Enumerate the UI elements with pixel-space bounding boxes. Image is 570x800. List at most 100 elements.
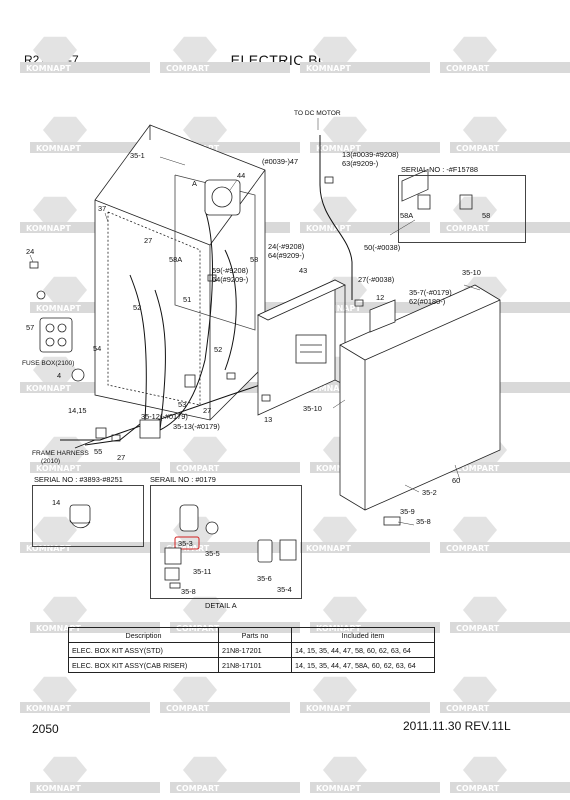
watermark-logo	[33, 196, 77, 224]
watermark-text: KOMNAPT	[316, 464, 361, 473]
watermark-text: COMPART	[456, 624, 500, 633]
label-35-1: 35-1	[130, 151, 145, 160]
label-27-top: 27	[144, 236, 152, 245]
label-51: 51	[183, 295, 191, 304]
watermark-logo	[453, 36, 497, 64]
watermark-logo	[173, 36, 217, 64]
watermark-logo	[323, 756, 367, 784]
watermark-logo	[173, 676, 217, 704]
watermark-text: KOMNAPT	[36, 464, 81, 473]
cell-included-item: 14, 15, 35, 44, 47, 58, 60, 62, 63, 64	[291, 642, 435, 658]
watermark-band	[440, 222, 570, 233]
col-parts-no: Parts no	[218, 627, 292, 643]
label-35-8-detail: 35-8	[181, 587, 196, 596]
watermark-logo	[43, 116, 87, 144]
label-35-7: 35-7(-#0179)	[409, 288, 452, 297]
label-37: 37	[98, 204, 106, 213]
label-53: 53	[178, 400, 186, 409]
watermark-text: KOMNAPT	[26, 384, 71, 393]
col-description: Description	[68, 627, 219, 643]
table-row: ELEC. BOX KIT ASSY(CAB RISER) 21N8-17101…	[68, 657, 435, 673]
watermark-text: KOMNAPT	[316, 144, 361, 153]
serial-inset-top	[398, 175, 526, 243]
watermark-logo	[313, 676, 357, 704]
watermark-band	[20, 382, 150, 393]
watermark-logo	[43, 596, 87, 624]
label-35-10: 35-10	[303, 404, 322, 413]
watermark-text: KOMNAPT	[26, 64, 71, 73]
label-35-10-top: 35-10	[462, 268, 481, 277]
label-55: 55	[94, 447, 102, 456]
watermark-text: KOMNAPT	[36, 304, 81, 313]
label-52-right: 52	[214, 345, 222, 354]
watermark-logo	[33, 516, 77, 544]
label-64-range-2: 64(#9209-)	[212, 275, 248, 284]
watermark-text: KOMNAPT	[26, 544, 71, 553]
watermark-text: KOMNAPT	[316, 784, 361, 793]
label-24: 24	[26, 247, 34, 256]
watermark-logo	[33, 676, 77, 704]
watermark-logo	[463, 756, 507, 784]
table-row: ELEC. BOX KIT ASSY(STD) 21N8-17201 14, 1…	[68, 642, 435, 658]
label-64-range: 64(#9209-)	[268, 251, 304, 260]
watermark-band	[20, 222, 150, 233]
watermark-band	[160, 542, 290, 553]
label-27-mid: 27	[203, 406, 211, 415]
watermark-logo	[313, 196, 357, 224]
watermark-logo	[183, 116, 227, 144]
revision-stamp: 2011.11.30 REV.11L	[403, 719, 511, 733]
watermark-band	[160, 702, 290, 713]
label-24-range: 24(-#9208)	[268, 242, 304, 251]
watermark-text: KOMNAPT	[306, 64, 351, 73]
detail-a-inset	[150, 485, 302, 599]
label-35-8: 35-8	[416, 517, 431, 526]
watermark-band	[170, 142, 300, 153]
watermark-logo	[43, 276, 87, 304]
label-frame-harness: FRAME HARNESS	[32, 450, 89, 457]
watermark-logo	[463, 596, 507, 624]
label-52-left: 52	[133, 303, 141, 312]
label-44: 44	[237, 171, 245, 180]
cell-parts-no: 21N8-17201	[218, 642, 292, 658]
watermark-logo	[183, 596, 227, 624]
watermark-logo	[313, 36, 357, 64]
watermark-logo	[43, 436, 87, 464]
watermark-band	[440, 382, 570, 393]
label-13: 13	[264, 415, 272, 424]
label-43: 43	[299, 266, 307, 275]
page-number: 2050	[32, 722, 59, 736]
watermark-logo	[183, 436, 227, 464]
watermark-logo	[313, 516, 357, 544]
watermark-text: KOMNAPT	[306, 384, 351, 393]
label-13-range: 13(#0039-#9208)	[342, 150, 399, 159]
watermark-band	[450, 622, 570, 633]
watermark-band	[170, 782, 300, 793]
label-12: 12	[376, 293, 384, 302]
watermark-logo	[453, 196, 497, 224]
highlight-35-3	[174, 536, 200, 550]
watermark-band	[450, 462, 570, 473]
cell-description: ELEC. BOX KIT ASSY(CAB RISER)	[68, 657, 219, 673]
callout-labels: TO DC MOTOR 35-1 37 24 57 FUSE BOX(2100)…	[22, 110, 490, 610]
watermark-logo	[463, 116, 507, 144]
label-50-range: 50(-#0038)	[364, 243, 400, 252]
watermark-text: COMPART	[176, 464, 220, 473]
line-art	[29, 124, 501, 526]
watermark-text: KOMNAPT	[306, 704, 351, 713]
watermark-logo	[323, 596, 367, 624]
watermark-band	[310, 302, 440, 313]
detail-a-parts	[164, 504, 297, 589]
kit-assembly-table: Description Parts no Included item ELEC.…	[68, 627, 435, 673]
label-54: 54	[93, 344, 101, 353]
label-58: 58	[250, 255, 258, 264]
watermark-band	[30, 462, 160, 473]
watermark-band	[440, 702, 570, 713]
watermark-text: COMPART	[166, 64, 210, 73]
watermark-text: COMPART	[446, 544, 490, 553]
label-35-4: 35-4	[277, 585, 292, 594]
watermark-text: KOMNAPT	[36, 624, 81, 633]
watermark-logo	[453, 676, 497, 704]
watermark-band	[450, 142, 570, 153]
label-fuse-box: FUSE BOX(2100)	[22, 360, 74, 367]
